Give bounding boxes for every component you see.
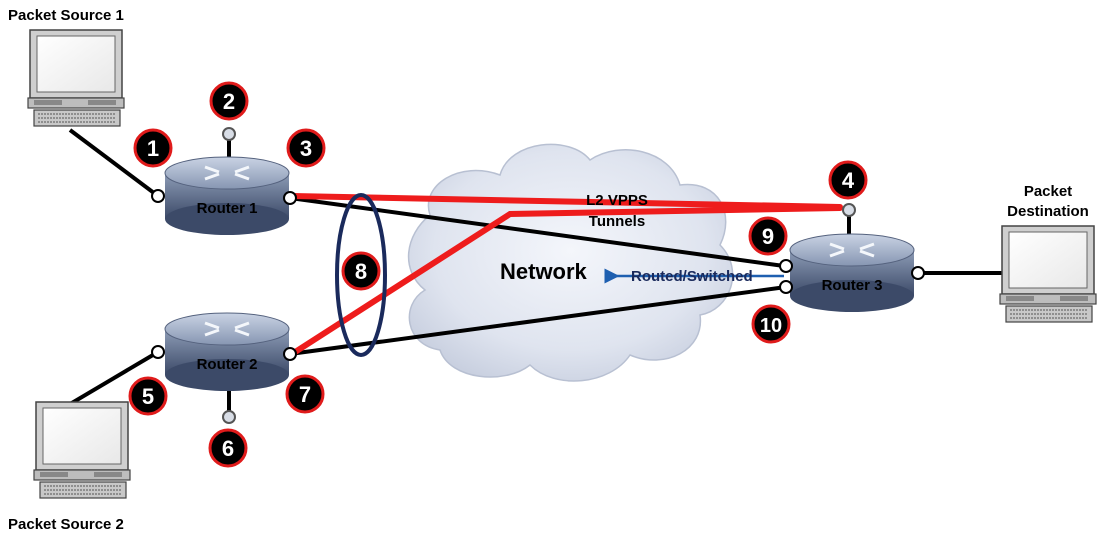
link-group-ellipse <box>335 193 387 357</box>
marker-10-text: 10 <box>760 315 782 337</box>
router-1-label: Router 1 <box>197 200 258 217</box>
marker-10 <box>751 304 791 344</box>
marker-1-text: 1 <box>147 136 159 161</box>
port-router2-left <box>151 345 165 359</box>
marker-3-text: 3 <box>300 136 312 161</box>
source-2-label: Packet Source 2 <box>8 516 124 533</box>
tunnel-router2-router3 <box>289 205 843 357</box>
port-router3-right <box>911 266 925 280</box>
computer-icon-source1 <box>27 29 125 127</box>
tunnel-router1-router3 <box>289 193 843 210</box>
marker-numbers: 1 2 3 4 5 6 7 8 9 10 <box>142 89 855 461</box>
port-router1-top <box>222 127 236 141</box>
port-router1-right <box>283 191 297 205</box>
router-2-label: Router 2 <box>197 356 258 373</box>
source-1-label: Packet Source 1 <box>8 7 124 24</box>
router-labels: Router 1 Router 2 Router 3 <box>197 200 883 373</box>
marker-4-text: 4 <box>842 168 855 193</box>
router-1-icon <box>164 156 290 235</box>
link-source2-router2 <box>58 350 160 412</box>
port-router3-left-bottom <box>779 280 793 294</box>
link-router1-router3 <box>289 196 785 268</box>
tunnels-label-line1: L2 VPPS <box>586 192 648 209</box>
port-router2-right <box>283 347 297 361</box>
markers <box>128 81 868 468</box>
marker-8-text: 8 <box>355 259 367 284</box>
marker-4 <box>828 160 868 200</box>
marker-7-text: 7 <box>299 382 311 407</box>
port-router3-top <box>842 203 856 217</box>
port-router2-bottom <box>222 410 236 424</box>
marker-6-text: 6 <box>222 436 234 461</box>
marker-3 <box>286 128 326 168</box>
router-2-icon <box>164 312 290 391</box>
marker-9 <box>748 216 788 256</box>
computer-icon-destination <box>999 225 1097 323</box>
marker-9-text: 9 <box>762 224 774 249</box>
marker-5 <box>128 376 168 416</box>
routed-switched-label: Routed/Switched <box>631 268 753 285</box>
l2-vpps-tunnels <box>289 193 843 357</box>
destination-label-line1: Packet <box>1024 183 1072 200</box>
computer-icon-source2 <box>33 401 131 499</box>
ports <box>151 127 925 424</box>
marker-8 <box>341 251 381 291</box>
tunnels-label-line2: Tunnels <box>589 213 645 230</box>
marker-5-text: 5 <box>142 384 154 409</box>
network-label: Network <box>500 259 588 284</box>
destination-label-line2: Destination <box>1007 203 1089 220</box>
diagram-labels: Packet Source 1 Packet Source 2 Packet D… <box>8 7 1089 533</box>
router-3-icon <box>789 233 915 312</box>
link-source1-router1 <box>68 128 160 198</box>
marker-2-text: 2 <box>223 89 235 114</box>
port-router1-left <box>151 189 165 203</box>
port-router3-left-top <box>779 259 793 273</box>
marker-1 <box>133 128 173 168</box>
marker-6 <box>208 428 248 468</box>
router-3-label: Router 3 <box>822 277 883 294</box>
marker-2 <box>209 81 249 121</box>
marker-7 <box>285 374 325 414</box>
